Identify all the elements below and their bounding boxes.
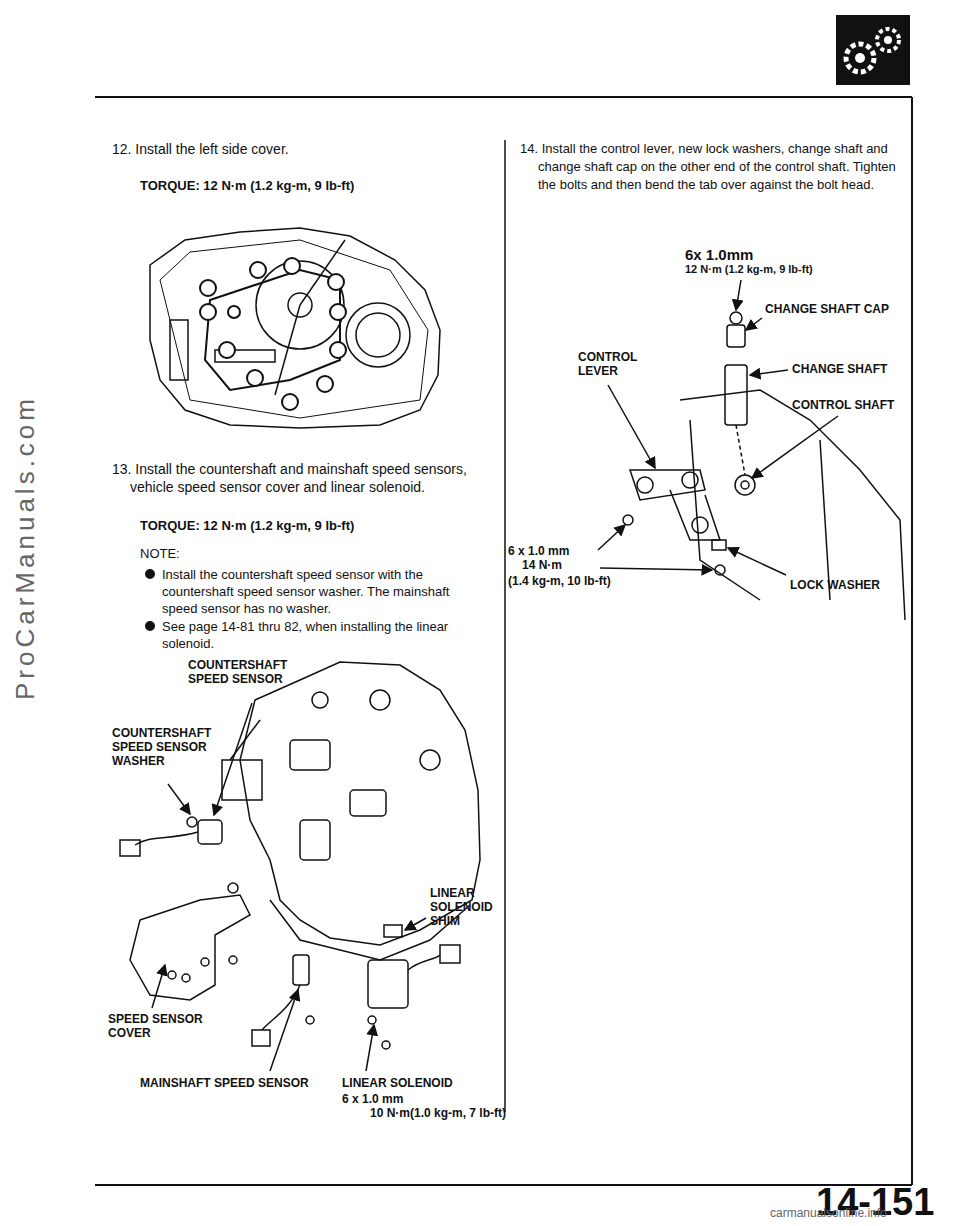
label-anchor: 6x 1.0mm [685,246,753,263]
part-label: CONTROL SHAFT [792,398,894,412]
part-label: COUNTERSHAFT SPEED SENSOR [188,658,300,686]
label-anchor: COUNTERSHAFT SPEED SENSOR [188,658,300,686]
step-text: 12. Install the left side cover. [112,140,492,158]
bolt-size: 6 x 1.0 mm [342,1092,403,1106]
part-label: CHANGE SHAFT CAP [765,302,889,316]
label-anchor: LOCK WASHER [790,578,880,592]
label-anchor: carmanualsonline.info [770,1206,887,1220]
label-anchor: COUNTERSHAFT SPEED SENSOR WASHER [112,726,216,768]
part-label: SPEED SENSOR COVER [108,1012,228,1040]
label-anchor: TORQUE: 12 N·m (1.2 kg-m, 9 lb-ft) [140,518,354,534]
torque-spec: 10 N·m(1.0 kg-m, 7 lb-ft) [370,1106,506,1120]
label-anchor: 12. Install the left side cover. [112,140,492,158]
label-anchor: See page 14-81 thru 82, when installing … [162,618,484,652]
label-anchor: 14 N·m [522,558,562,572]
note-text: Install the countershaft speed sensor wi… [162,566,484,617]
torque-spec: (1.4 kg-m, 10 lb-ft) [508,574,611,588]
label-anchor: 6 x 1.0 mm [508,544,569,558]
part-label: LOCK WASHER [790,578,880,592]
linear-solenoid [368,925,460,1049]
part-label: LINEAR SOLENOID SHIM [430,886,504,928]
label-anchor: ProCarManuals.com [10,395,40,700]
torque-spec: 12 N·m (1.2 kg-m, 9 lb-ft) [685,262,813,276]
cover-bolts [200,258,346,410]
label-anchor: LINEAR SOLENOID SHIM [430,886,504,928]
speed-sensor-cover [130,883,250,1000]
part-label: COUNTERSHAFT SPEED SENSOR WASHER [112,726,216,768]
label-anchor: 12 N·m (1.2 kg-m, 9 lb-ft) [685,262,813,276]
part-label: MAINSHAFT SPEED SENSOR [140,1076,309,1090]
label-anchor: NOTE: [140,546,180,562]
label-anchor: MAINSHAFT SPEED SENSOR [140,1076,309,1090]
part-label: CONTROL LEVER [578,350,648,378]
label-anchor: Install the countershaft speed sensor wi… [162,566,484,617]
label-anchor: LINEAR SOLENOID [342,1076,453,1090]
part-label: CHANGE SHAFT [792,362,887,376]
leader-lines [152,280,838,1071]
torque-spec: TORQUE: 12 N·m (1.2 kg-m, 9 lb-ft) [140,518,354,534]
label-anchor: 10 N·m(1.0 kg-m, 7 lb-ft) [370,1106,506,1120]
note-heading: NOTE: [140,546,180,562]
label-anchor: 14. Install the control lever, new lock … [520,140,904,194]
label-anchor: (1.4 kg-m, 10 lb-ft) [508,574,611,588]
label-anchor: CHANGE SHAFT CAP [765,302,889,316]
torque-spec: 14 N·m [522,558,562,572]
countershaft-sensor [120,817,222,856]
bolt-size: 6x 1.0mm [685,246,753,263]
label-anchor: CONTROL SHAFT [792,398,894,412]
watermark: carmanualsonline.info [770,1206,887,1220]
label-anchor: CHANGE SHAFT [792,362,887,376]
note-text: See page 14-81 thru 82, when installing … [162,618,484,652]
control-shaft-assembly [623,312,905,620]
label-anchor: 13. Install the countershaft and mainsha… [112,460,484,496]
label-anchor: 6 x 1.0 mm [342,1092,403,1106]
watermark: ProCarManuals.com [10,395,40,700]
label-anchor: CONTROL LEVER [578,350,648,378]
label-anchor: SPEED SENSOR COVER [108,1012,228,1040]
left-side-cover [150,228,440,428]
bolt-size: 6 x 1.0 mm [508,544,569,558]
bullet-dots [145,569,155,631]
label-anchor: TORQUE: 12 N·m (1.2 kg-m, 9 lb-ft) [140,178,354,194]
step-text: 13. Install the countershaft and mainsha… [112,460,484,496]
part-label: LINEAR SOLENOID [342,1076,453,1090]
page-frame [95,97,912,1185]
step-text: 14. Install the control lever, new lock … [520,140,904,194]
torque-spec: TORQUE: 12 N·m (1.2 kg-m, 9 lb-ft) [140,178,354,194]
section-icon [836,15,910,85]
